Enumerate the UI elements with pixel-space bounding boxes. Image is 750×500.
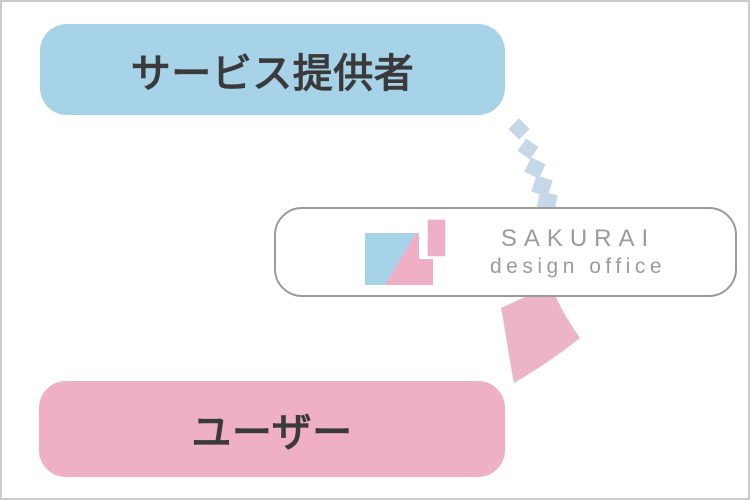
logo-card: SAKURAI design office <box>274 207 737 297</box>
logo-mark-icon <box>364 217 448 285</box>
logo-mark-pink-block <box>425 217 448 259</box>
logo-text-block: SAKURAI design office <box>490 225 666 280</box>
arrow-head <box>501 297 580 383</box>
brand-name: SAKURAI <box>500 224 656 252</box>
user-box: ユーザー <box>39 381 505 477</box>
arrow-dash-segment <box>508 118 558 213</box>
provider-box: サービス提供者 <box>40 24 505 115</box>
provider-box-label: サービス提供者 <box>130 51 415 96</box>
logo-mark-pink-shape <box>384 233 433 285</box>
user-box-label: ユーザー <box>191 411 353 455</box>
logo-mark-blue-shape <box>364 233 416 285</box>
brand-subtitle: design office <box>489 255 667 279</box>
